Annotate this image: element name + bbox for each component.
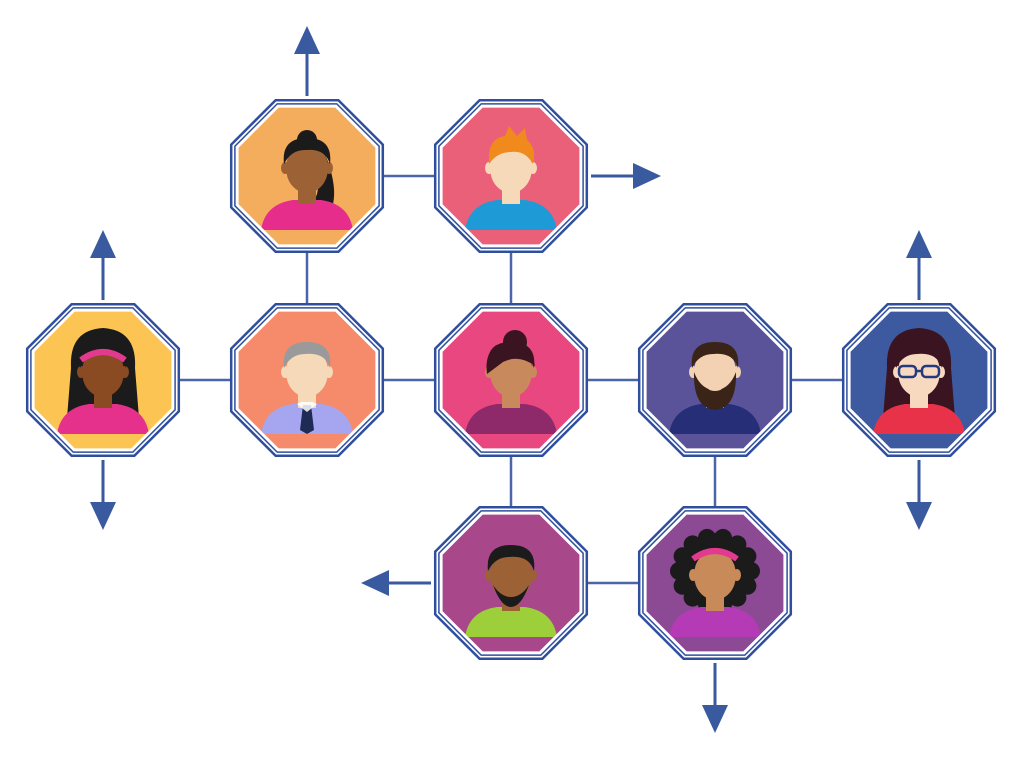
- shirt: [465, 607, 557, 637]
- face: [490, 143, 532, 193]
- headband: [79, 349, 127, 363]
- arrows-layer: [90, 26, 932, 733]
- woman-glasses-icon: [873, 328, 965, 434]
- face: [694, 347, 736, 397]
- woman-curly-hair-icon: [669, 528, 761, 637]
- hair-front: [691, 342, 739, 368]
- node-man-grey-hair: [229, 302, 385, 458]
- hair-front: [283, 342, 331, 368]
- arrow-down-icon: [702, 663, 728, 733]
- man-orange-hair-icon: [465, 126, 557, 230]
- man-grey-hair-icon: [261, 342, 353, 434]
- node-woman-curly: [637, 505, 793, 661]
- arrow-up-icon: [906, 230, 932, 300]
- face: [694, 550, 736, 600]
- glasses-icon: [897, 364, 941, 379]
- shirt: [669, 404, 761, 434]
- hair-front: [283, 138, 331, 164]
- node-woman-glasses: [841, 302, 997, 458]
- shirt: [873, 404, 965, 434]
- shirt: [57, 404, 149, 434]
- node-woman-headband: [25, 302, 181, 458]
- face: [286, 347, 328, 397]
- node-man-goatee: [433, 505, 589, 661]
- node-man-beard: [637, 302, 793, 458]
- arrow-left-icon: [361, 570, 431, 596]
- woman-bun-icon: [465, 330, 557, 434]
- node-woman-ponytail: [229, 98, 385, 254]
- node-man-orange-hair: [433, 98, 589, 254]
- arrow-right-icon: [591, 163, 661, 189]
- woman-ponytail-icon: [261, 130, 353, 230]
- shirt: [465, 200, 557, 230]
- shirt: [669, 607, 761, 637]
- face: [82, 347, 124, 397]
- node-woman-bun: [433, 302, 589, 458]
- face: [490, 550, 532, 600]
- arrow-up-icon: [294, 26, 320, 96]
- shirt: [261, 200, 353, 230]
- arrow-down-icon: [90, 460, 116, 530]
- hair-front: [487, 545, 535, 571]
- man-beard-icon: [669, 342, 761, 434]
- headband: [691, 548, 739, 562]
- woman-headband-icon: [57, 328, 149, 434]
- face: [286, 143, 328, 193]
- hair-front: [79, 342, 127, 368]
- hair-front: [895, 342, 943, 368]
- shirt: [465, 404, 557, 434]
- nodes-layer: [25, 98, 997, 661]
- arrow-up-icon: [90, 230, 116, 300]
- arrow-down-icon: [906, 460, 932, 530]
- man-goatee-icon: [465, 545, 557, 637]
